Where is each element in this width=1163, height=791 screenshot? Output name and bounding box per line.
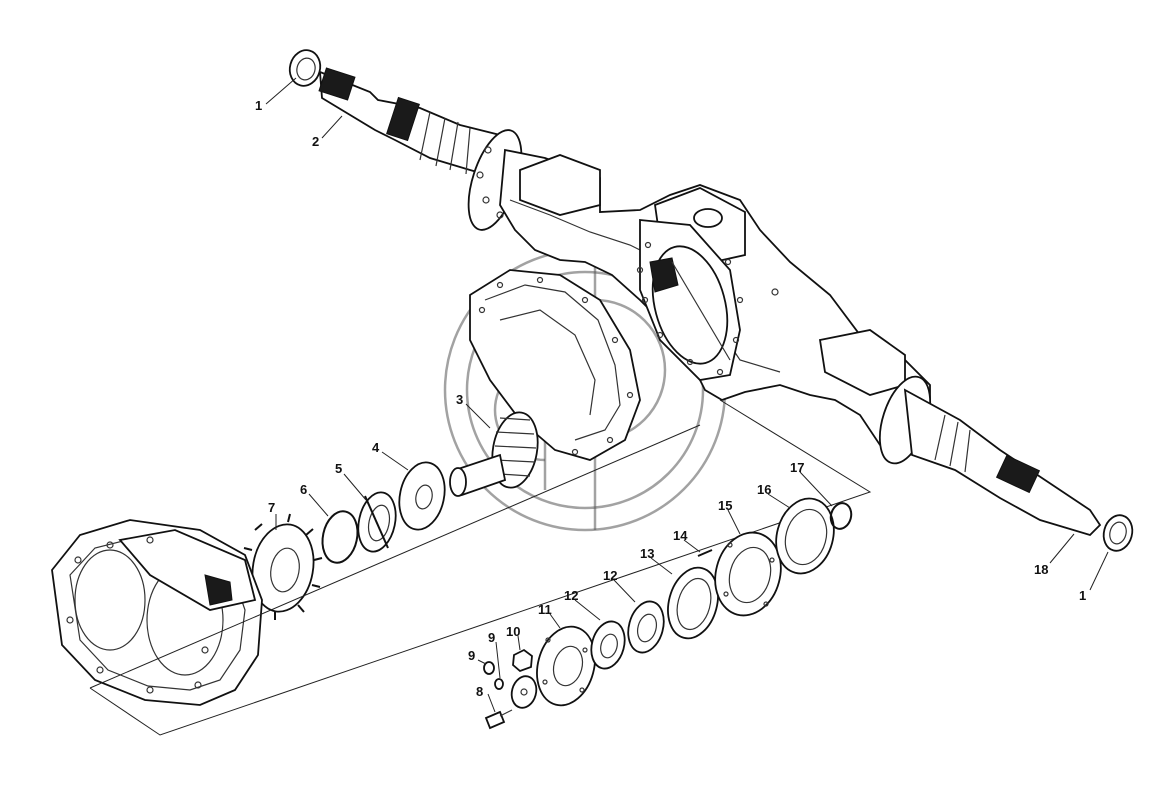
gear-housing <box>51 519 263 706</box>
callout-16: 16 <box>757 482 771 497</box>
thrust-washer <box>398 461 446 531</box>
housing-bolts <box>636 241 779 376</box>
callout-6: 6 <box>300 482 307 497</box>
callout-15: 15 <box>718 498 732 513</box>
callout-1-left: 1 <box>255 98 262 113</box>
shim-ring <box>667 566 719 640</box>
callout-1-right: 1 <box>1079 588 1086 603</box>
callout-labels: 1 2 3 4 5 6 7 8 9 9 10 11 12 12 13 14 15… <box>255 98 1086 699</box>
callout-9-left: 9 <box>468 648 475 663</box>
lock-plate <box>510 675 538 709</box>
hex-nut <box>512 648 533 673</box>
callout-7: 7 <box>268 500 275 515</box>
left-seal-ring <box>288 49 322 87</box>
callout-10: 10 <box>506 624 520 639</box>
dowel-pin <box>697 549 713 557</box>
leader-lines <box>265 77 1109 713</box>
snap-ring <box>321 510 359 564</box>
cap-screw <box>484 709 513 730</box>
roller-bearing <box>357 491 397 553</box>
callout-5: 5 <box>335 461 342 476</box>
callout-8: 8 <box>476 684 483 699</box>
callout-9-right: 9 <box>488 630 495 645</box>
bearing-12a <box>590 620 626 670</box>
callout-12-right: 12 <box>603 568 617 583</box>
right-seal-ring <box>1102 514 1134 552</box>
callout-14: 14 <box>673 528 688 543</box>
assembly-guide-lines <box>89 399 872 736</box>
callout-12-left: 12 <box>564 588 578 603</box>
callout-13: 13 <box>640 546 654 561</box>
callout-18: 18 <box>1034 562 1048 577</box>
bearing-12b <box>627 600 665 654</box>
differential-carrier <box>469 269 641 461</box>
callout-4: 4 <box>372 440 380 455</box>
left-axle-shaft <box>318 67 523 231</box>
callout-2: 2 <box>312 134 319 149</box>
callout-11: 11 <box>538 602 552 617</box>
bearing-cup-housing <box>714 531 782 617</box>
bearing-cover <box>536 625 596 707</box>
gasket <box>775 497 835 575</box>
right-axle-shaft <box>878 375 1102 537</box>
washer-small-left <box>483 661 504 690</box>
callout-17: 17 <box>790 460 804 475</box>
o-ring <box>829 502 853 530</box>
callout-3: 3 <box>456 392 463 407</box>
axle-housing <box>499 148 931 451</box>
pinion-gear <box>449 411 539 497</box>
